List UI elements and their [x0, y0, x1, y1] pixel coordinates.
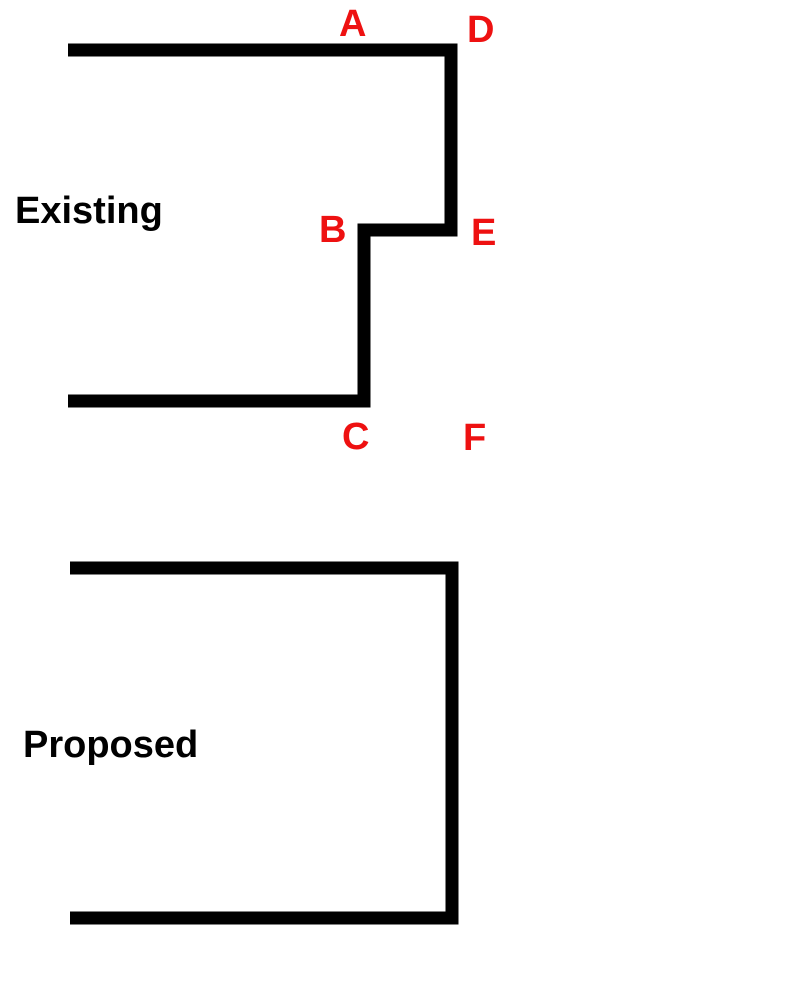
point-label-d: D	[467, 9, 494, 51]
proposed-label: Proposed	[23, 724, 198, 766]
existing-outline	[68, 43, 458, 408]
point-label-c: C	[342, 416, 369, 458]
point-label-f: F	[463, 417, 486, 459]
proposed-outline	[70, 561, 459, 925]
point-label-a: A	[339, 3, 366, 45]
point-label-b: B	[319, 209, 346, 251]
point-label-e: E	[471, 212, 496, 254]
existing-label: Existing	[15, 190, 163, 232]
